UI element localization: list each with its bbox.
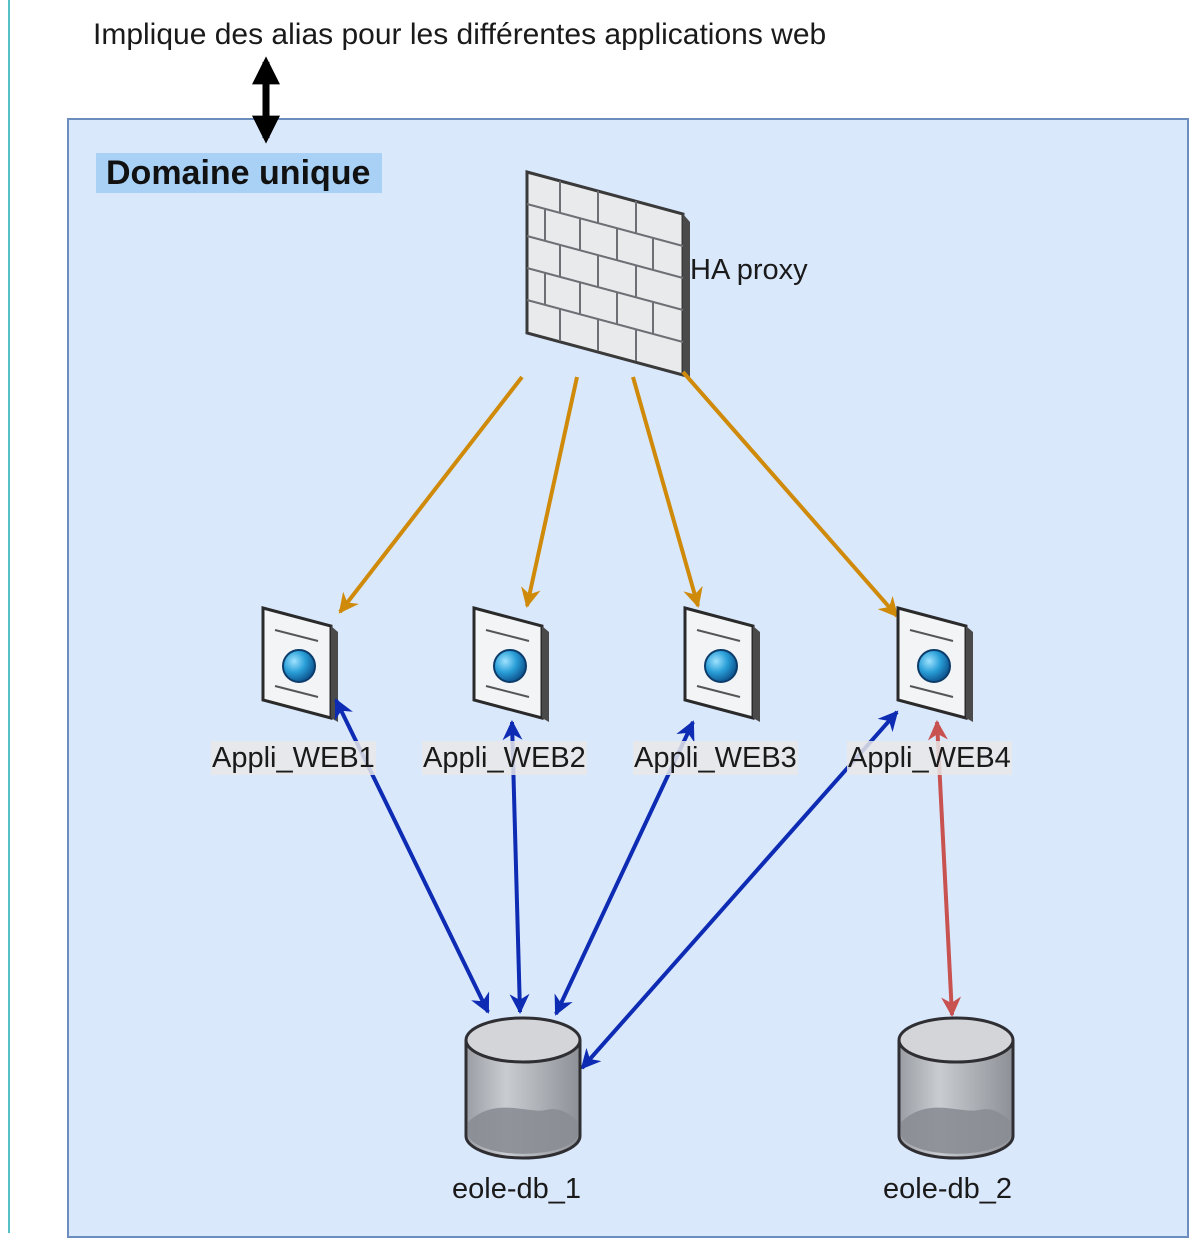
database-icon <box>897 1016 1015 1160</box>
proxy-to-web3-arrow <box>631 376 703 608</box>
eole-db2-label: eole-db_2 <box>883 1173 1012 1205</box>
eole-db1-label: eole-db_1 <box>452 1173 581 1205</box>
proxy-to-web2-arrow <box>521 376 579 608</box>
appli-web2-label: Appli_WEB2 <box>422 741 587 775</box>
left-border-line <box>8 0 10 1233</box>
web-server-icon <box>683 606 760 722</box>
database-icon <box>464 1016 582 1160</box>
appli-web1-label: Appli_WEB1 <box>211 741 376 775</box>
firewall-icon <box>525 170 690 377</box>
web-server-icon <box>261 606 338 722</box>
appli-web3-label: Appli_WEB3 <box>633 741 798 775</box>
web-server-icon <box>896 606 973 722</box>
appli-web4-label: Appli_WEB4 <box>847 741 1012 775</box>
proxy-to-web1-arrow <box>338 375 524 614</box>
alias-caption: Implique des alias pour les différentes … <box>93 18 827 51</box>
web4-db1-link <box>580 710 899 1070</box>
web-server-icon <box>472 606 549 722</box>
ha-proxy-label: HA proxy <box>690 254 808 286</box>
proxy-to-web4-arrow <box>681 370 899 618</box>
domain-title: Domaine unique <box>96 153 383 193</box>
